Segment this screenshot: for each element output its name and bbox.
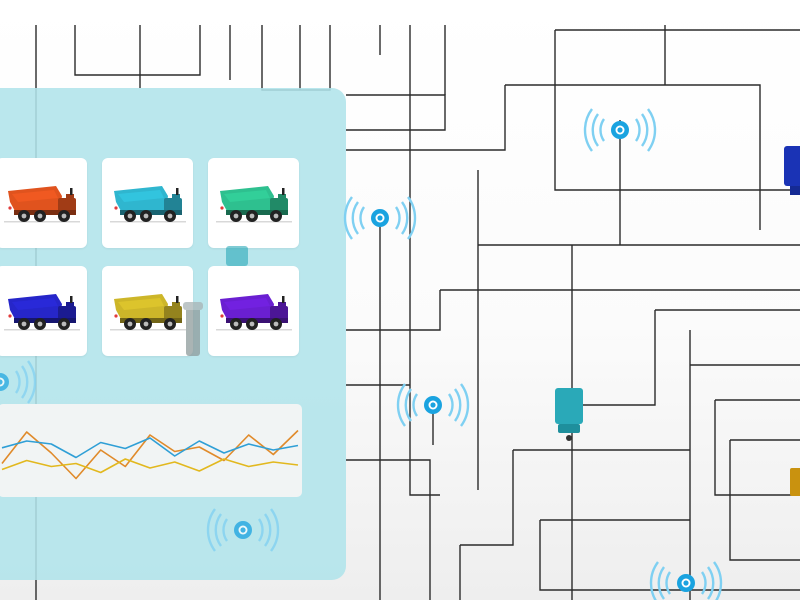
series-line-1 (1, 437, 299, 459)
truck-hub (143, 321, 149, 327)
truck-light (220, 314, 224, 318)
truck-cab-top (66, 194, 74, 200)
ground-line (216, 329, 292, 331)
ground-line (4, 329, 80, 331)
truck-hub (127, 321, 133, 327)
truck-hub (61, 213, 67, 219)
truck-hub (21, 321, 27, 327)
truck-hub (249, 321, 255, 327)
truck-hub (21, 213, 27, 219)
ground-line (216, 221, 292, 223)
network-lines (35, 25, 800, 600)
truck-bed-highlight (224, 190, 270, 202)
truck-bed-highlight (224, 298, 270, 310)
truck-chassis (120, 318, 182, 323)
truck-light (114, 314, 118, 318)
truck-bed-highlight (118, 190, 164, 202)
truck-tile-purple[interactable] (208, 266, 299, 356)
truck-hub (37, 321, 43, 327)
truck-icon (110, 186, 186, 223)
ground-line (110, 329, 186, 331)
truck-exhaust (282, 296, 285, 303)
truck-cab-top (278, 194, 286, 200)
series-line-0 (1, 429, 299, 480)
truck-exhaust (176, 188, 179, 195)
truck-exhaust (70, 296, 73, 303)
truck-hub (127, 213, 133, 219)
truck-icon (110, 294, 186, 331)
truck-cab-top (172, 302, 180, 308)
truck-cab-top (278, 302, 286, 308)
line-chart-card (0, 404, 302, 497)
truck-hub (167, 213, 173, 219)
truck-exhaust (70, 188, 73, 195)
truck-light (8, 314, 12, 318)
truck-hub (61, 321, 67, 327)
truck-hub (233, 321, 239, 327)
truck-cab-top (66, 302, 74, 308)
truck-tile-orange[interactable] (0, 158, 87, 248)
truck-hub (233, 213, 239, 219)
truck-light (114, 206, 118, 210)
truck-tile-yellow[interactable] (102, 266, 193, 356)
truck-bed-highlight (12, 298, 58, 310)
truck-chassis (226, 318, 288, 323)
truck-icon (216, 186, 292, 223)
truck-hub (37, 213, 43, 219)
truck-hub (143, 213, 149, 219)
truck-hub (273, 213, 279, 219)
truck-bed-highlight (118, 298, 164, 310)
truck-tile-blue[interactable] (0, 266, 87, 356)
truck-icon (216, 294, 292, 331)
truck-light (220, 206, 224, 210)
truck-tile-green[interactable] (208, 158, 299, 248)
series-line-2 (1, 458, 299, 474)
truck-tile-cyan[interactable] (102, 158, 193, 248)
truck-icon (4, 294, 80, 331)
truck-chassis (120, 210, 182, 215)
ground-line (110, 221, 186, 223)
truck-hub (249, 213, 255, 219)
truck-hub (273, 321, 279, 327)
truck-exhaust (176, 296, 179, 303)
truck-exhaust (282, 188, 285, 195)
truck-bed-highlight (12, 190, 58, 202)
truck-chassis (14, 210, 76, 215)
ground-line (4, 221, 80, 223)
truck-chassis (226, 210, 288, 215)
line-chart (1, 429, 299, 480)
truck-hub (167, 321, 173, 327)
truck-icon (4, 186, 80, 223)
truck-chassis (14, 318, 76, 323)
truck-cab-top (172, 194, 180, 200)
truck-light (8, 206, 12, 210)
